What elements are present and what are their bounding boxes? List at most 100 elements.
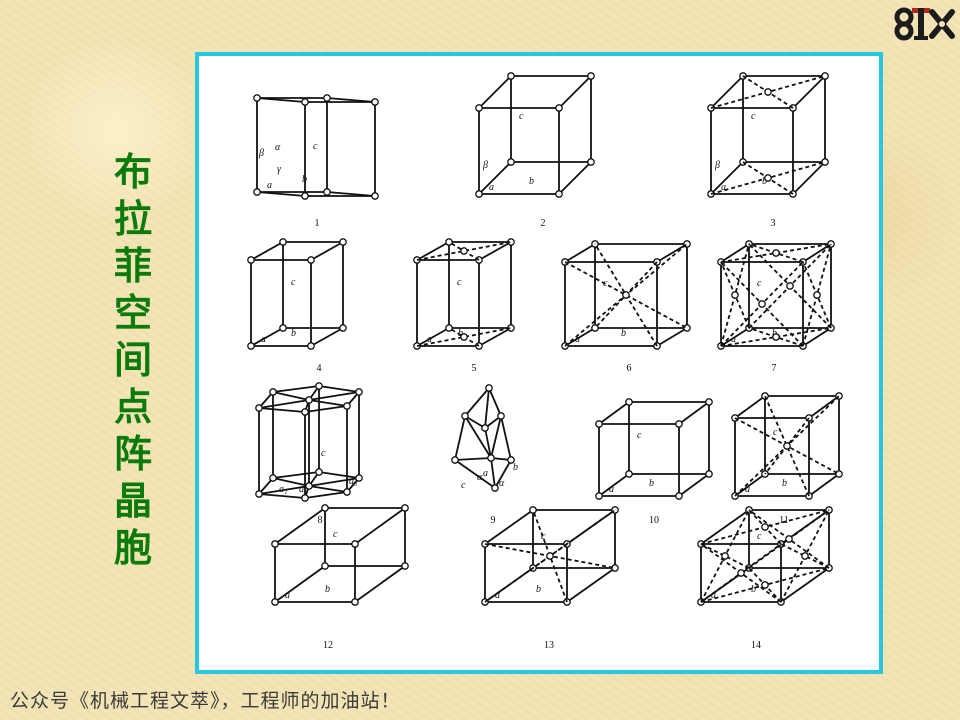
axis-label: b <box>458 328 463 339</box>
lattice-point <box>307 256 315 264</box>
axis-label: a <box>285 590 290 601</box>
lattice-edge <box>780 543 830 569</box>
lattice-point <box>546 552 554 560</box>
title-char: 间 <box>113 337 152 382</box>
axis-label: b <box>513 462 518 473</box>
lattice-point <box>321 562 329 570</box>
lattice-point <box>731 291 739 299</box>
lattice-point <box>758 300 766 308</box>
title-char: 空 <box>113 290 152 335</box>
lattice-edge <box>308 477 360 487</box>
lattice-point <box>445 238 453 246</box>
lattice-point <box>783 442 791 450</box>
lattice-edge <box>564 261 688 329</box>
lattice-edge <box>250 327 284 347</box>
lattice-edge <box>454 415 466 461</box>
lattice-number: 13 <box>544 640 554 651</box>
axis-label: a <box>609 484 614 495</box>
axis-label: c <box>313 141 318 152</box>
lattice-number: 8 <box>318 515 323 526</box>
axis-label: a <box>721 182 726 193</box>
lattice-point <box>595 420 603 428</box>
lattice-edge <box>802 327 832 347</box>
lattice-cell-6: abc6 <box>561 240 691 374</box>
lattice-point <box>305 396 313 404</box>
lattice-edge <box>720 327 750 347</box>
lattice-edge <box>258 485 310 495</box>
lattice-edge <box>564 327 596 347</box>
lattice-point <box>247 256 255 264</box>
axis-label: b <box>291 328 296 339</box>
lattice-figure: abcαβγ1abcβ2abcβ3abc4abc5abc6abc7ca₁a₂a₃… <box>195 52 883 674</box>
lattice-point <box>451 456 459 464</box>
slide-title: 布 拉 菲 空 间 点 阵 晶 胞 <box>108 148 158 571</box>
lattice-edge <box>500 415 512 461</box>
lattice-point <box>371 98 379 106</box>
lattice-edge <box>494 459 512 489</box>
lattice-point <box>269 474 277 482</box>
lattice-edge <box>272 471 320 479</box>
axis-label: c <box>519 111 524 122</box>
axis-label: c <box>757 531 762 542</box>
lattice-edge <box>792 161 826 195</box>
axis-label: b <box>751 584 756 595</box>
lattice-point <box>786 282 794 290</box>
lattice-point <box>813 291 821 299</box>
lattice-edge <box>734 473 766 497</box>
axis-label: β <box>482 160 488 171</box>
lattice-point <box>355 474 363 482</box>
lattice-number: 11 <box>779 515 789 526</box>
axis-label: c <box>757 278 762 289</box>
lattice-edge <box>478 75 512 109</box>
lattice-edge <box>700 543 750 569</box>
lattice-point <box>401 504 409 512</box>
lattice-point <box>351 598 359 606</box>
title-char: 点 <box>113 384 152 429</box>
axis-label: b <box>762 176 767 187</box>
lattice-edge <box>720 327 832 347</box>
lattice-point <box>253 94 261 102</box>
lattice-edge <box>802 243 832 263</box>
lattice-point <box>301 494 309 502</box>
axis-label: α <box>499 478 505 489</box>
axis-label: a <box>489 182 494 193</box>
lattice-edge <box>308 485 348 493</box>
lattice-edge <box>478 327 512 347</box>
lattice-edge <box>478 241 512 261</box>
lattice-point <box>785 535 793 543</box>
lattice-point <box>497 412 505 420</box>
lattice-number: 3 <box>771 218 776 229</box>
axis-label: b <box>325 584 330 595</box>
title-char: 晶 <box>113 478 152 523</box>
lattice-point <box>321 504 329 512</box>
title-char: 布 <box>113 149 152 194</box>
axis-label: c <box>773 427 778 438</box>
lattice-point <box>587 72 595 80</box>
lattice-point <box>305 482 313 490</box>
axis-label: β <box>258 148 264 159</box>
lattice-edge <box>304 405 348 413</box>
lattice-edge <box>656 327 688 347</box>
lattice-point <box>401 562 409 570</box>
lattice-edge <box>484 509 534 545</box>
lattice-edge <box>598 401 630 425</box>
lattice-point <box>485 384 493 392</box>
lattice-point <box>772 333 780 341</box>
axis-label: c <box>457 277 462 288</box>
lattice-point <box>625 470 633 478</box>
axis-label: a <box>261 334 266 345</box>
lattice-point <box>475 190 483 198</box>
lattice-edge <box>326 191 376 197</box>
lattice-point <box>339 238 347 246</box>
lattice-point <box>801 552 809 560</box>
lattice-edge <box>566 567 616 603</box>
lattice-point <box>323 188 331 196</box>
lattice-point <box>253 188 261 196</box>
lattice-edge <box>464 387 490 417</box>
lattice-point <box>343 488 351 496</box>
lattice-point <box>301 192 309 200</box>
lattice-number: 5 <box>472 363 477 374</box>
lattice-edge <box>564 243 596 263</box>
